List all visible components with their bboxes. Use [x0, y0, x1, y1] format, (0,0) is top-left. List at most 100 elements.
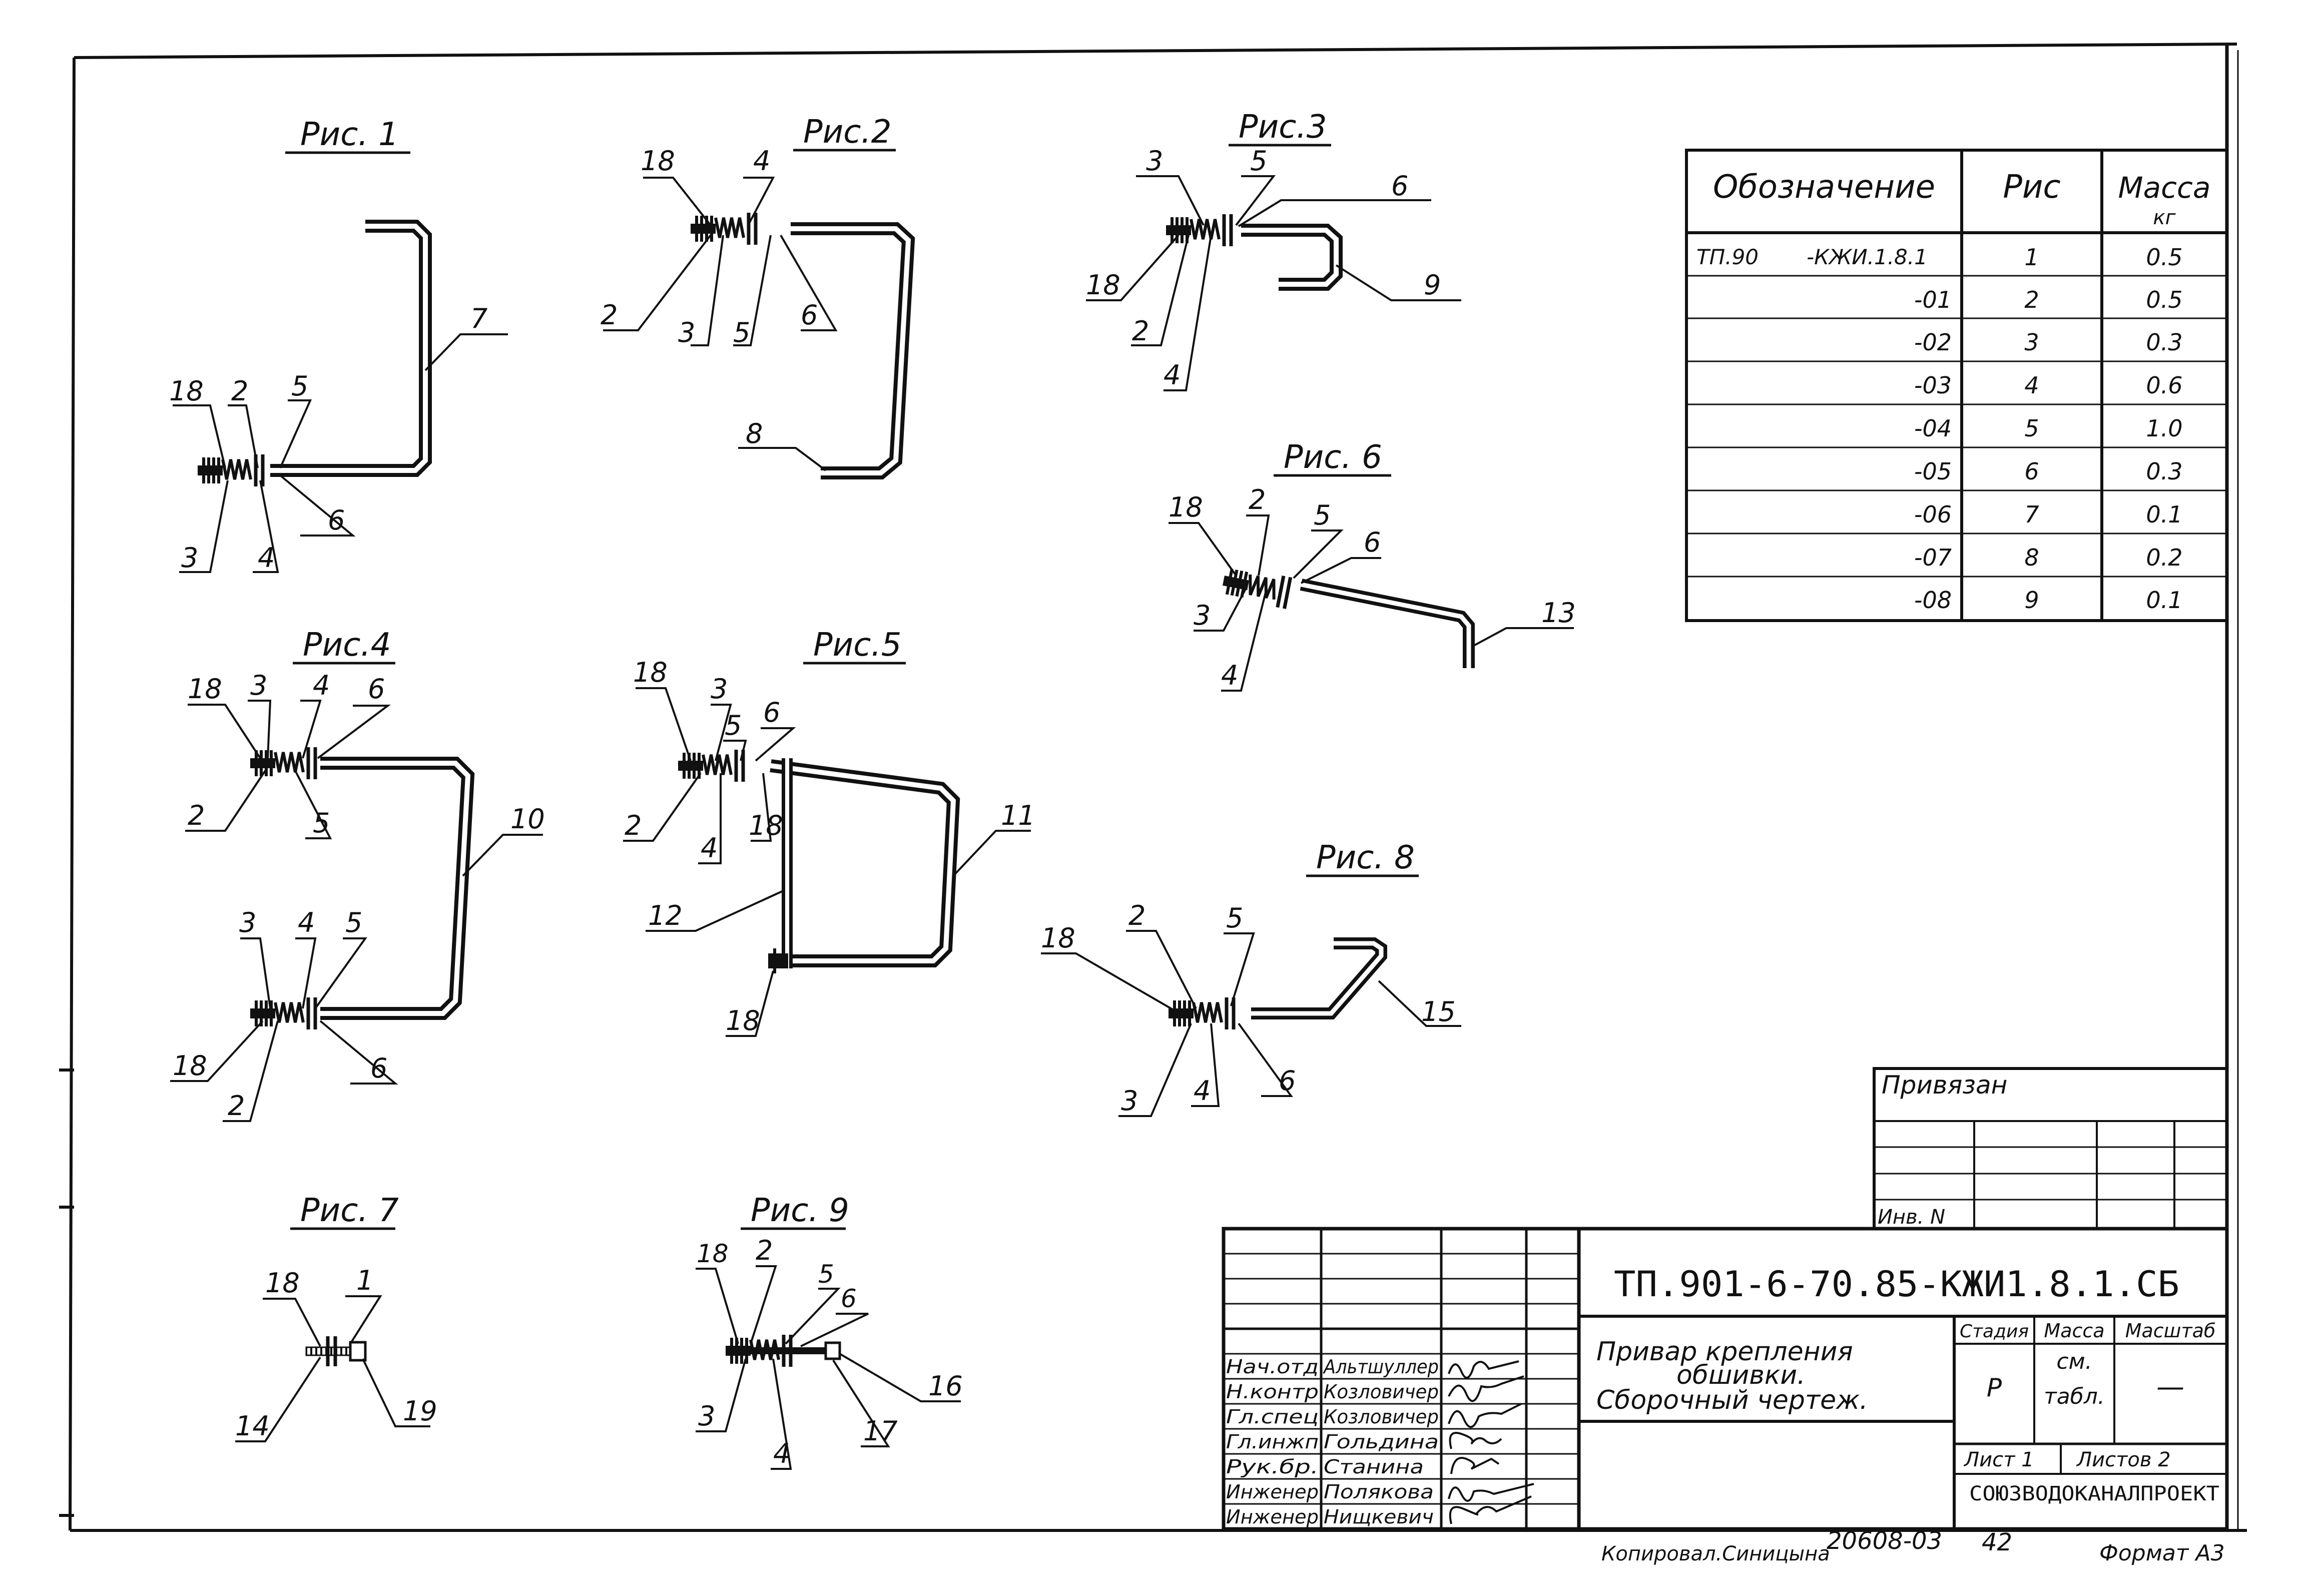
spec-cell-figure: 8 — [2024, 544, 2039, 571]
sheet-count: Листов 2 — [2076, 1448, 2171, 1471]
figure-3: Рис.3 3 5 6 18 9 2 4 — [1086, 109, 1461, 391]
signatory-role: Н.контр — [1226, 1381, 1319, 1403]
spec-row: -08 9 0.1 — [1914, 587, 2183, 614]
signatory-name: Станина — [1324, 1456, 1424, 1478]
figure-6: Рис. 6 18 2 5 6 3 4 13 — [1169, 439, 1576, 692]
signatory-name: Козловичер — [1324, 1381, 1439, 1403]
spec-table-grid — [1685, 149, 2228, 622]
signatories: Нач.отд Альтшуллер Н.контр Козловичер Гл… — [1226, 1356, 1439, 1528]
figure-3-leaders — [1086, 175, 1461, 391]
bracket-10 — [320, 757, 475, 1020]
figure-3-callout: 2 — [1132, 315, 1149, 347]
spec-cell-figure: 1 — [2024, 244, 2039, 271]
signatory-role: Гл.инжп — [1226, 1431, 1319, 1453]
spec-header-mass: Масса — [2118, 171, 2211, 205]
figure-8-callout: 4 — [1194, 1075, 1211, 1107]
spec-table: Обозначение Рис Масса кг ТП.90 -КЖИ.1.8.… — [1685, 149, 2228, 622]
figure-7-leaders — [235, 1295, 430, 1442]
figure-5-callout: 18 — [726, 1005, 760, 1036]
signature — [1448, 1375, 1524, 1402]
archive-number: 20608-03 — [1827, 1527, 1942, 1555]
bracket-7 — [270, 220, 432, 477]
drawing-title-line: обшивки. — [1676, 1360, 1806, 1390]
spec-row: -02 3 0.3 — [1914, 329, 2183, 356]
figure-2-callout: 4 — [753, 145, 770, 177]
spec-cell-mass: 0.6 — [2146, 372, 2182, 399]
figure-7: Рис. 7 18 1 14 19 — [235, 1192, 437, 1442]
figure-2: Рис.2 18 4 2 3 5 6 8 — [601, 114, 915, 479]
spec-row: -05 6 0.3 — [1914, 458, 2183, 485]
signatory-row: Инженер Полякова — [1226, 1481, 1434, 1503]
spec-cell-mass: 0.5 — [2146, 286, 2182, 313]
stage-value: Р — [1987, 1373, 2002, 1402]
spec-row: ТП.90 -КЖИ.1.8.1 1 0.5 — [1696, 244, 2183, 271]
signature — [1449, 1495, 1532, 1524]
spec-cell-designation: -01 — [1914, 286, 1952, 313]
organization-name: СОЮЗВОДОКАНАЛПРОЕКТ — [1969, 1482, 2219, 1505]
spec-cell-figure: 2 — [2024, 286, 2039, 313]
figure-2-callout: 3 — [678, 317, 695, 348]
figure-5-leaders — [623, 687, 1031, 1037]
figure-6-title: Рис. 6 — [1284, 439, 1382, 476]
signatory-name: Альтшуллер — [1322, 1356, 1439, 1378]
spec-cell-mass: 0.1 — [2146, 587, 2182, 614]
figure-8-title: Рис. 8 — [1316, 839, 1415, 876]
figure-1-leaders — [173, 333, 508, 573]
drawing-title-line: Сборочный чертеж. — [1596, 1385, 1868, 1415]
spec-cell-mass: 1.0 — [2146, 415, 2182, 442]
sheet-serial: 42 — [1982, 1528, 2012, 1556]
figure-4-callout: 4 — [298, 907, 315, 938]
spec-cell-mass: 0.3 — [2146, 458, 2182, 485]
figure-1-callout: 18 — [169, 375, 204, 407]
figure-9-callout: 6 — [841, 1284, 857, 1313]
signatory-name: Полякова — [1324, 1481, 1434, 1503]
figure-5-callout: 18 — [633, 657, 668, 688]
spec-cell-designation: -04 — [1914, 415, 1952, 442]
figure-5: Рис.5 18 3 5 6 2 — [623, 627, 1035, 1037]
spec-cell-designation: -03 — [1914, 372, 1952, 399]
figure-1: Рис. 1 18 2 5 7 3 4 6 — [169, 116, 508, 574]
figure-1-title: Рис. 1 — [300, 116, 399, 153]
figure-4-title: Рис.4 — [303, 627, 391, 664]
spec-cell-mass: 0.5 — [2146, 244, 2182, 271]
scale-value: — — [2156, 1371, 2184, 1403]
figure-4-callout: 10 — [510, 803, 545, 835]
bracket-9 — [1241, 224, 1343, 291]
signatory-role: Рук.бр. — [1226, 1456, 1319, 1478]
figure-2-callout: 2 — [601, 299, 618, 331]
figure-9-callout: 17 — [863, 1415, 898, 1447]
figure-4-callout: 4 — [313, 670, 330, 701]
figure-2-callout: 5 — [733, 317, 750, 348]
figure-8-callout: 2 — [1128, 900, 1145, 931]
figure-7-title: Рис. 7 — [300, 1192, 399, 1229]
figure-9-callout: 5 — [818, 1260, 834, 1289]
nut-18 — [768, 948, 788, 973]
spec-cell-designation: -02 — [1914, 329, 1952, 356]
spec-cell-figure: 5 — [2024, 415, 2039, 442]
signature — [1448, 1403, 1522, 1428]
figure-9-callout: 2 — [756, 1235, 773, 1266]
figure-3-title: Рис.3 — [1239, 109, 1327, 146]
figure-8-callout: 15 — [1421, 996, 1456, 1027]
figure-4-callout: 3 — [239, 907, 256, 938]
bracket-15 — [1251, 937, 1387, 1019]
figure-8: Рис. 8 2 5 18 15 3 4 6 — [1041, 839, 1461, 1117]
figure-4-callout: 2 — [188, 800, 205, 831]
spec-cell-figure: 7 — [2024, 501, 2039, 528]
figure-5-callout: 4 — [701, 832, 718, 864]
signatory-name: Гольдина — [1324, 1431, 1439, 1453]
figure-4-callout: 18 — [188, 673, 222, 705]
spec-cell-mass: 0.2 — [2146, 544, 2182, 571]
spec-cell-designation: -КЖИ.1.8.1 — [1807, 245, 1928, 269]
figure-8-callout: 6 — [1279, 1065, 1296, 1097]
figure-8-callout: 18 — [1041, 922, 1075, 954]
figure-9-callout: 18 — [697, 1239, 729, 1268]
stage-label: Стадия — [1960, 1321, 2029, 1342]
bracket-8 — [791, 222, 915, 479]
signatory-name: Нищкевич — [1324, 1506, 1434, 1528]
figure-1-callout: 6 — [328, 504, 345, 536]
figure-1-callout: 7 — [470, 303, 487, 334]
drawing-title-line: Привар крепления — [1596, 1337, 1853, 1367]
inventory-number-label: Инв. N — [1878, 1206, 1945, 1229]
